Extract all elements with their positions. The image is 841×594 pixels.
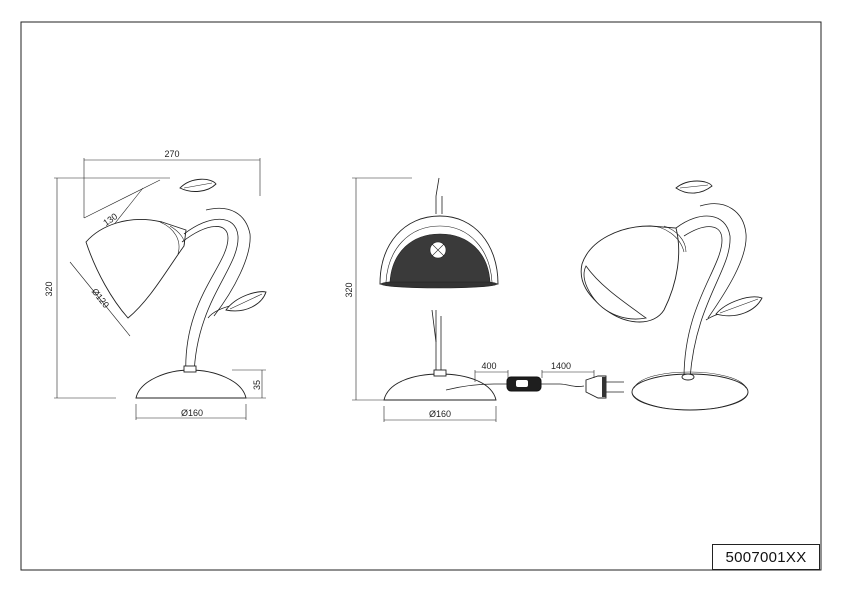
dimension-width-270: 270 (83, 149, 261, 218)
dimension-label: 1400 (551, 361, 571, 371)
leaf-lower-perspective (715, 296, 763, 317)
lamp-base (135, 365, 247, 399)
dimension-base-diameter: Ø160 (135, 404, 247, 420)
lamp-stem (181, 207, 251, 377)
leaf-top-perspective (675, 180, 713, 194)
dimension-height-320: 320 (44, 177, 170, 399)
stem-top (435, 177, 443, 214)
dimension-cable-400: 400 (474, 361, 509, 382)
dimension-label: Ø160 (429, 409, 451, 419)
lamp-shade-front (379, 215, 499, 289)
dimension-label: Ø160 (181, 408, 203, 418)
dimension-base-diameter: Ø160 (383, 406, 497, 422)
dimension-label: 270 (164, 149, 179, 159)
leaf-lower (225, 291, 267, 312)
product-code: 5007001XX (725, 548, 807, 566)
dimension-label: 320 (44, 281, 54, 296)
dimension-label: 400 (481, 361, 496, 371)
dimension-label: 35 (252, 380, 262, 390)
lamp-shade-perspective (580, 225, 687, 323)
perspective-view (580, 180, 763, 411)
inline-switch (506, 376, 542, 392)
lamp-base-front (383, 369, 497, 401)
dimension-cable-1400: 1400 (541, 361, 595, 378)
dimension-label: 320 (344, 282, 354, 297)
product-code-box: 5007001XX (712, 544, 820, 570)
side-view: 270 320 130 90 Ø120 (44, 149, 267, 420)
lamp-base-perspective (631, 371, 749, 411)
leaf-top (179, 178, 217, 192)
plug (585, 375, 624, 399)
dimension-base-height-35: 35 (232, 369, 266, 399)
drawing-frame (20, 21, 822, 571)
lamp-stem-front (431, 309, 442, 376)
front-view: 320 Ø (344, 177, 624, 422)
lamp-shade (85, 219, 187, 319)
lamp-stem-perspective (675, 203, 747, 379)
power-cable (445, 383, 585, 391)
dimension-height-320: 320 (344, 177, 412, 401)
